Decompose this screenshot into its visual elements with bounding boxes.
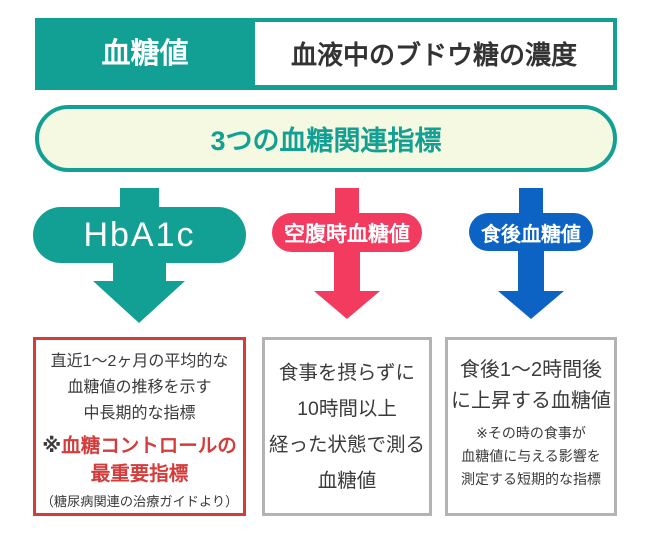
description-line: に上昇する血糖値 — [451, 390, 611, 412]
postprandial-sub-note: ※その時の食事が 血糖値に与える影響を 測定する短期的な指標 — [448, 422, 614, 491]
description-line: 中長期的な指標 — [83, 405, 196, 422]
connector-stub-postprandial — [519, 188, 543, 216]
description-line: 10時間以上 — [297, 397, 397, 420]
description-line: 食事を摂らずに — [278, 361, 416, 384]
header-definition-text: 血液中のブドウ糖の濃度 — [290, 40, 577, 70]
hba1c-description-box: 直近1〜2ヶ月の平均的な 血糖値の推移を示す 中長期的な指標 ※血糖コントロール… — [33, 337, 246, 516]
postprandial-down-arrow-stem — [518, 250, 544, 292]
description-line: 経った状態で測る — [268, 433, 425, 456]
postprandial-pill: 食後血糖値 — [469, 213, 593, 251]
overview-pill: 3つの血糖関連指標 — [35, 105, 617, 172]
hba1c-down-arrow-stem — [113, 261, 166, 282]
hba1c-pill: HbA1c — [33, 207, 246, 263]
postprandial-down-arrow-icon — [498, 291, 564, 319]
hba1c-description: 直近1〜2ヶ月の平均的な 血糖値の推移を示す 中長期的な指標 — [36, 349, 243, 427]
overview-pill-label: 3つの血糖関連指標 — [210, 126, 442, 156]
fasting-pill-label: 空腹時血糖値 — [284, 222, 410, 246]
connector-stub-fasting — [335, 188, 359, 216]
header-definition-box: 血液中のブドウ糖の濃度 — [255, 22, 613, 85]
sub-note-line: 血糖値に与える影響を — [461, 448, 601, 464]
description-line: 食後1〜2時間後 — [459, 359, 603, 381]
fasting-pill: 空腹時血糖値 — [272, 213, 422, 252]
fasting-description-box: 食事を摂らずに 10時間以上 経った状態で測る 血糖値 — [262, 337, 432, 516]
fasting-down-arrow-stem — [334, 250, 360, 292]
postprandial-pill-label: 食後血糖値 — [481, 223, 581, 246]
header-bar: 血糖値 血液中のブドウ糖の濃度 — [35, 18, 617, 90]
description-line: 直近1〜2ヶ月の平均的な — [50, 353, 229, 370]
sub-note-line: 測定する短期的な指標 — [461, 471, 601, 487]
postprandial-description: 食後1〜2時間後 に上昇する血糖値 — [448, 355, 614, 417]
highlight-line: 最重要指標 — [90, 463, 189, 485]
sub-note-line: ※その時の食事が — [476, 425, 586, 441]
hba1c-highlight: ※血糖コントロールの 最重要指標 — [36, 432, 243, 488]
highlight-text: 血糖コントロールの — [61, 435, 237, 457]
description-line: 血糖値の推移を示す — [67, 379, 212, 396]
hba1c-source-note: （糖尿病関連の治療ガイドより） — [40, 494, 239, 509]
connector-stub-hba1c — [120, 188, 159, 210]
hba1c-down-arrow-icon — [93, 281, 185, 323]
hba1c-pill-label: HbA1c — [83, 215, 196, 254]
header-title: 血糖値 — [101, 38, 189, 70]
fasting-description: 食事を摂らずに 10時間以上 経った状態で測る 血糖値 — [269, 355, 425, 499]
reference-mark: ※ — [42, 435, 62, 457]
postprandial-description-box: 食後1〜2時間後 に上昇する血糖値 ※その時の食事が 血糖値に与える影響を 測定… — [445, 337, 617, 516]
highlight-line: ※血糖コントロールの — [36, 432, 243, 460]
fasting-down-arrow-icon — [314, 291, 380, 319]
description-line: 血糖値 — [317, 469, 377, 492]
